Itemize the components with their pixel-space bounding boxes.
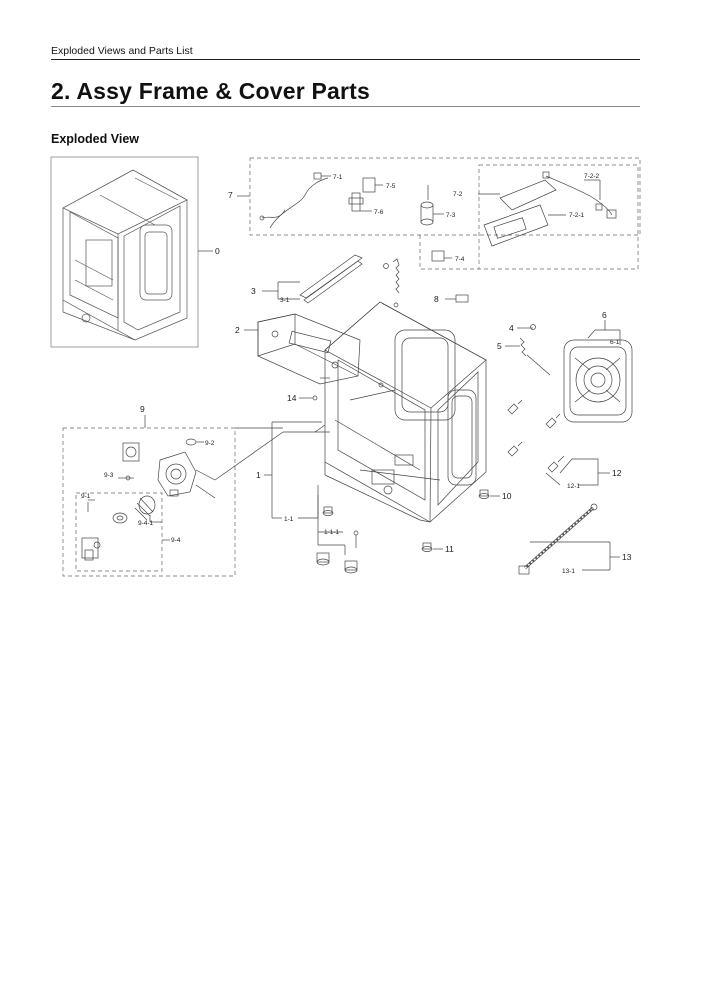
- callout-4: 4: [509, 323, 514, 333]
- callout-14: 14: [287, 393, 297, 403]
- callout-7-2: 7-2: [453, 191, 463, 198]
- callout-12: 12: [612, 468, 622, 478]
- callout-9: 9: [140, 404, 145, 414]
- callout-9-4: 9-4: [171, 537, 181, 544]
- callout-3-1: 3-1: [280, 297, 290, 304]
- callout-7-2-2: 7-2-2: [584, 173, 600, 180]
- callout-9-1: 9-1: [81, 493, 91, 500]
- callout-7: 7: [228, 190, 233, 200]
- callout-12-1: 12-1: [567, 483, 580, 490]
- callout-3: 3: [251, 286, 256, 296]
- callout-7-6: 7-6: [374, 209, 384, 216]
- bolt-drawings: [507, 399, 561, 457]
- page-header: Exploded Views and Parts List: [51, 45, 193, 57]
- part-7-6-drawing: [348, 192, 372, 212]
- part-12-drawing: [545, 455, 610, 486]
- part-7-2-drawing: [478, 179, 566, 247]
- callout-7-2-1: 7-2-1: [569, 212, 585, 219]
- part-2-drawing: [244, 313, 361, 385]
- callout-9-4-1: 9-4-1: [138, 520, 154, 527]
- header-divider: [51, 59, 640, 60]
- part-9-4-drawing: [81, 495, 162, 561]
- callout-7-1: 7-1: [333, 174, 343, 181]
- callout-7-4: 7-4: [455, 256, 465, 263]
- group-9-box: [62, 427, 236, 577]
- callout-1: 1: [256, 470, 261, 480]
- part-10-drawing: [478, 489, 500, 499]
- callout-5: 5: [497, 341, 502, 351]
- part-7-4-drawing: [431, 250, 452, 262]
- callout-2: 2: [235, 325, 240, 335]
- group-7-box: [249, 157, 641, 236]
- callout-8: 8: [434, 294, 439, 304]
- part-13-drawing: [518, 503, 620, 575]
- group-7-2-box: [478, 164, 639, 270]
- callout-13: 13: [622, 552, 632, 562]
- inset-frame: [50, 156, 199, 348]
- callout-1-1: 1-1: [284, 516, 294, 523]
- inset-cabinet-drawing: [62, 169, 188, 341]
- part-11-drawing: [421, 542, 443, 552]
- section-title: Exploded View: [51, 132, 139, 146]
- part-7-3-drawing: [420, 185, 444, 226]
- callout-10: 10: [502, 491, 512, 501]
- part-8-drawing: [445, 294, 469, 303]
- spring-drawing: [383, 258, 400, 294]
- part-3-drawing: [262, 254, 363, 304]
- part-6-drawing: [563, 320, 633, 423]
- callout-9-3: 9-3: [104, 472, 114, 479]
- callout-7-3: 7-3: [446, 212, 456, 219]
- part-1-1-drawing: [316, 495, 359, 574]
- part-4-5-drawing: [519, 324, 536, 357]
- callout-9-2: 9-2: [205, 440, 215, 447]
- main-frame-drawing: [324, 301, 487, 523]
- part-7-5-drawing: [362, 177, 383, 193]
- callout-6: 6: [602, 310, 607, 320]
- callout-11: 11: [445, 544, 454, 554]
- part-9-drawing: [87, 438, 216, 512]
- callout-1-1-1: 1-1-1: [324, 529, 340, 536]
- callout-6-1: 6-1: [610, 339, 620, 346]
- callout-13-1: 13-1: [562, 568, 575, 575]
- callout-0: 0: [215, 246, 220, 256]
- part-7-1-drawing: [269, 177, 329, 229]
- title-divider: [51, 106, 640, 107]
- page-title: 2. Assy Frame & Cover Parts: [51, 78, 371, 104]
- part-7-2-2-drawing: [542, 171, 617, 219]
- callout-7-5: 7-5: [386, 183, 396, 190]
- group-9-4-box: [75, 492, 163, 572]
